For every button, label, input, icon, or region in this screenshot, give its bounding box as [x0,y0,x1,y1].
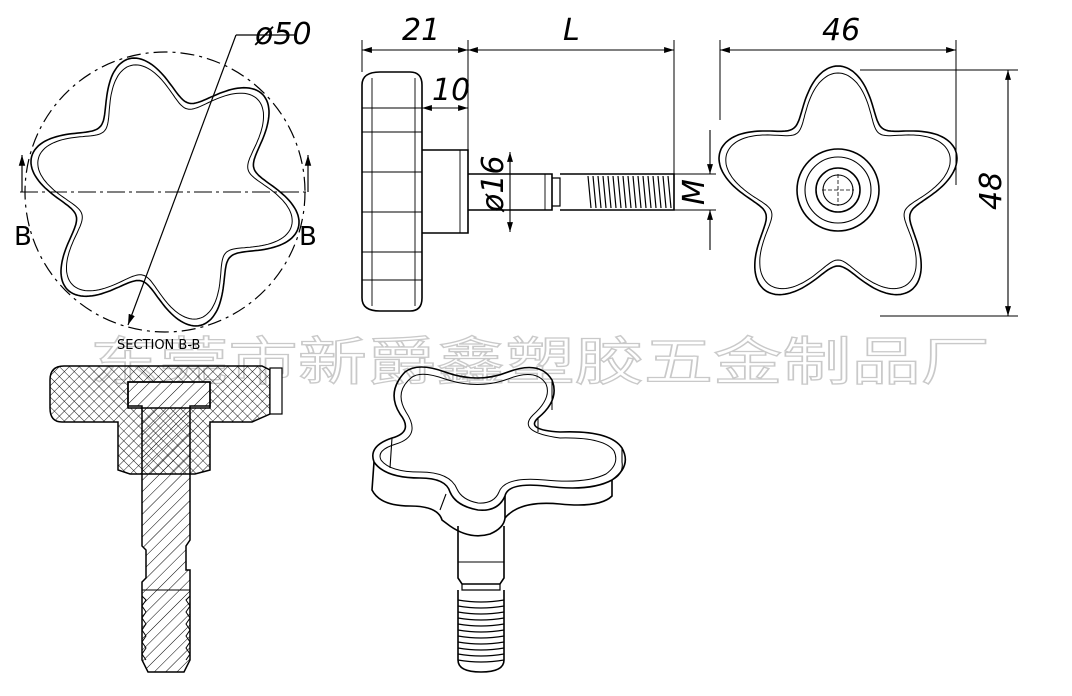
dimension-10: 10 [432,73,470,108]
hub-hole-circle [815,167,861,213]
front-view [718,40,1018,317]
dimension-21: 21 [402,13,440,48]
iso-thread [457,590,505,673]
star-outline-right [718,65,958,296]
section-caption: SECTION B-B [117,338,200,353]
dimension-48: 48 [974,172,1009,210]
top-left-view [18,34,312,333]
hub [422,149,469,234]
section-view [49,365,283,673]
diameter-leader [127,34,237,326]
section-marker-left: B [14,222,32,252]
hub-outer-circle [796,148,880,232]
isometric-view [371,366,627,673]
dimension-diameter-50: ø50 [254,17,312,52]
dimension-16: ø16 [476,155,511,213]
screw-section [127,381,211,673]
thread-body [560,173,675,211]
side-view [361,40,716,312]
section-marker-right: B [299,222,317,252]
iso-top-face [372,366,627,512]
star-inner-outline-right [725,72,951,290]
dimension-46: 46 [822,13,860,48]
knob-head [361,71,423,312]
thread-lines [587,175,672,209]
dimension-M: M [677,179,712,205]
dimension-L: L [563,13,580,48]
